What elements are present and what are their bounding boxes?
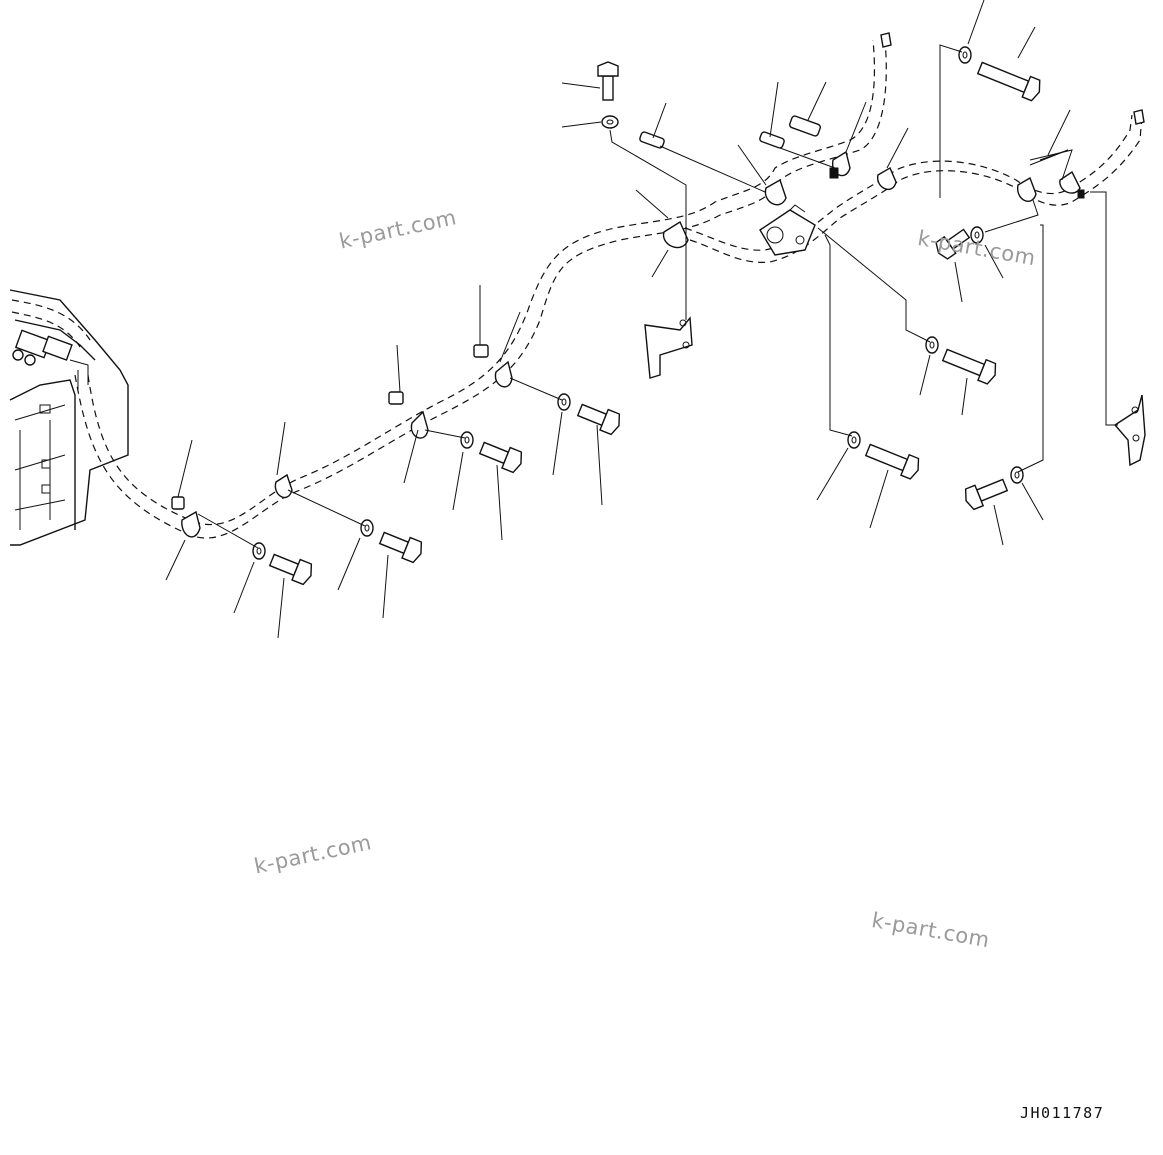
bolt — [576, 403, 621, 436]
drawing-code: JH011787 — [1020, 1104, 1105, 1122]
leader-lines — [165, 0, 1118, 639]
bolt — [964, 478, 1009, 511]
bolt — [864, 443, 920, 480]
bolts — [268, 61, 1041, 586]
washers — [252, 46, 1024, 560]
engine-block — [9, 289, 129, 546]
bolt — [935, 228, 971, 260]
brackets — [644, 204, 1146, 467]
bolt — [478, 441, 523, 474]
bolt — [268, 553, 313, 586]
spacers — [171, 115, 822, 510]
bolt — [976, 61, 1041, 102]
hose-clamps — [181, 150, 1085, 538]
bolt — [597, 61, 619, 101]
bolt — [378, 531, 423, 564]
bolt — [941, 348, 997, 385]
hose-assembly — [74, 32, 1145, 539]
